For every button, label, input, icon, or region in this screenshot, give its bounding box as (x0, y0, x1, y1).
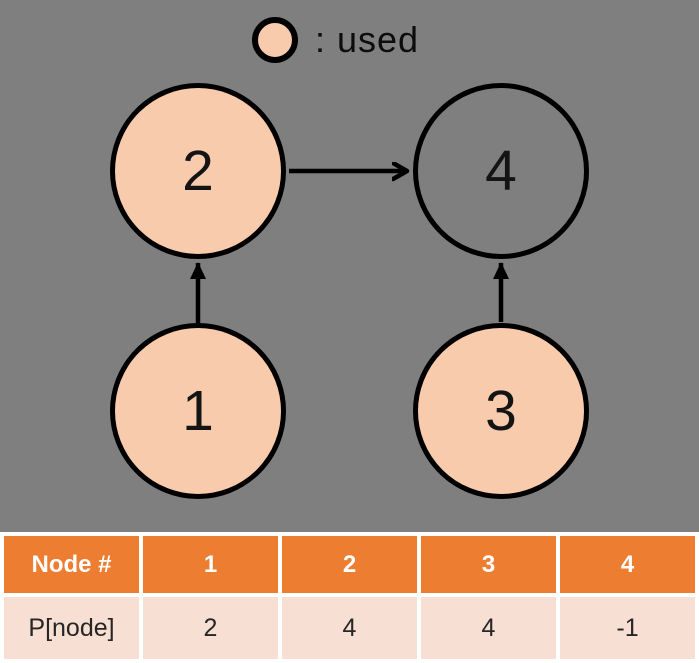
node-label: 2 (182, 139, 214, 203)
table-header-cell-2: 2 (282, 536, 417, 593)
table-header-row: Node # 1 2 3 4 (4, 536, 695, 593)
node-label: 3 (485, 379, 517, 443)
table-cell-p3: 4 (421, 597, 556, 659)
table-cell-p2: 4 (282, 597, 417, 659)
graph-node-3: 3 (413, 323, 589, 499)
graph-node-2: 2 (110, 83, 286, 259)
graph-node-4: 4 (413, 83, 589, 259)
table-header-cell-1: 1 (143, 536, 278, 593)
graph-node-1: 1 (110, 323, 286, 499)
node-label: 1 (182, 379, 214, 443)
legend-label: : used (315, 19, 420, 60)
parent-table: Node # 1 2 3 4 P[node] 2 4 4 -1 (0, 532, 699, 663)
table-cell-pnode-label: P[node] (4, 597, 139, 659)
table-data-row: P[node] 2 4 4 -1 (4, 597, 695, 659)
table-header-cell-node: Node # (4, 536, 139, 593)
used-node-legend-icon (252, 17, 298, 63)
table-header-cell-3: 3 (421, 536, 556, 593)
table-cell-p4: -1 (560, 597, 695, 659)
node-label: 4 (485, 139, 517, 203)
table-cell-p1: 2 (143, 597, 278, 659)
legend: : used (252, 17, 419, 63)
table-header-cell-4: 4 (560, 536, 695, 593)
